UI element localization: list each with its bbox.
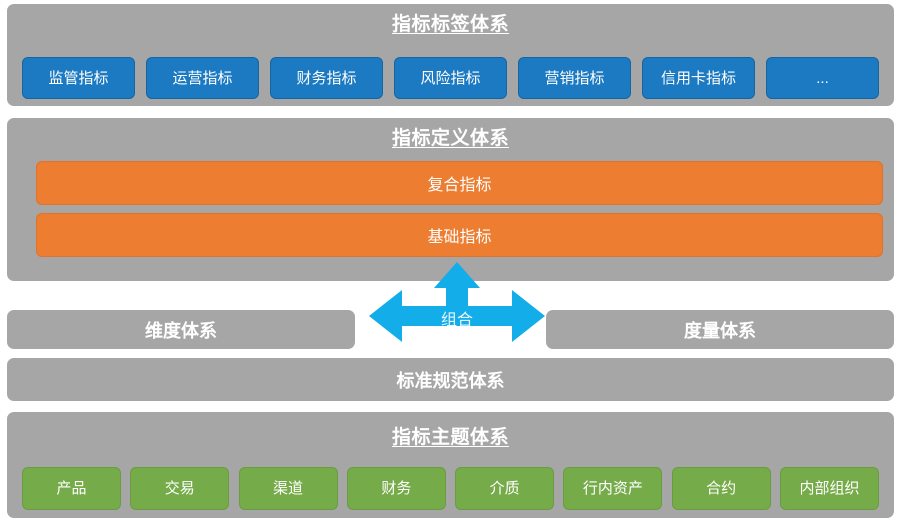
basic-indicator-bar[interactable]: 基础指标 <box>36 213 883 257</box>
chip-label: 信用卡指标 <box>660 69 736 87</box>
chip-internal-organization[interactable]: 内部组织 <box>779 467 879 510</box>
combination-arrow-cluster: 组合 <box>367 262 547 352</box>
chip-finance-indicator[interactable]: 财务指标 <box>270 57 383 99</box>
chip-label: 财务 <box>381 480 412 497</box>
standards-system-band[interactable]: 标准规范体系 <box>7 358 894 401</box>
label-system-title: 指标标签体系 <box>391 14 509 35</box>
chip-medium[interactable]: 介质 <box>455 467 555 510</box>
standards-system-label: 标准规范体系 <box>396 370 505 391</box>
chip-finance[interactable]: 财务 <box>346 467 446 510</box>
subject-system-title: 指标主题体系 <box>391 427 509 448</box>
chip-label: 营销指标 <box>544 69 605 87</box>
chip-label: 交易 <box>164 480 195 497</box>
chip-transaction[interactable]: 交易 <box>130 467 230 510</box>
chip-label: 渠道 <box>273 480 304 497</box>
chip-credit-card-indicator[interactable]: 信用卡指标 <box>642 57 755 99</box>
dimension-system-box[interactable]: 维度体系 <box>7 310 355 349</box>
definition-system-title: 指标定义体系 <box>391 128 509 149</box>
measure-system-box[interactable]: 度量体系 <box>546 310 894 349</box>
composite-indicator-bar[interactable]: 复合指标 <box>36 161 883 205</box>
dimension-system-label: 维度体系 <box>145 320 217 341</box>
chip-more-indicator[interactable]: ... <box>766 57 879 99</box>
chip-regulatory-indicator[interactable]: 监管指标 <box>22 57 135 99</box>
chip-label: 产品 <box>56 480 87 497</box>
chip-risk-indicator[interactable]: 风险指标 <box>394 57 507 99</box>
chip-label: 介质 <box>489 480 520 497</box>
chip-product[interactable]: 产品 <box>22 467 121 510</box>
chip-label: 行内资产 <box>582 480 643 497</box>
basic-indicator-label: 基础指标 <box>427 229 492 246</box>
chip-label: 内部组织 <box>799 480 860 497</box>
chip-label: 财务指标 <box>296 69 357 87</box>
three-way-arrow-icon <box>369 262 545 342</box>
chip-contract[interactable]: 合约 <box>671 467 771 510</box>
chip-internal-assets[interactable]: 行内资产 <box>563 467 663 510</box>
subject-system-chip-row: 产品 交易 渠道 财务 介质 行内资产 合约 内部组织 <box>22 467 879 510</box>
chip-label: 风险指标 <box>420 69 481 87</box>
composite-indicator-label: 复合指标 <box>427 177 492 194</box>
chip-label: ... <box>816 69 829 87</box>
chip-channel[interactable]: 渠道 <box>238 467 338 510</box>
chip-label: 运营指标 <box>172 69 233 87</box>
chip-label: 监管指标 <box>48 69 109 87</box>
chip-label: 合约 <box>706 480 737 497</box>
measure-system-label: 度量体系 <box>684 320 756 341</box>
chip-marketing-indicator[interactable]: 营销指标 <box>518 57 631 99</box>
chip-operations-indicator[interactable]: 运营指标 <box>146 57 259 99</box>
label-system-chip-row: 监管指标 运营指标 财务指标 风险指标 营销指标 信用卡指标 ... <box>22 57 879 99</box>
